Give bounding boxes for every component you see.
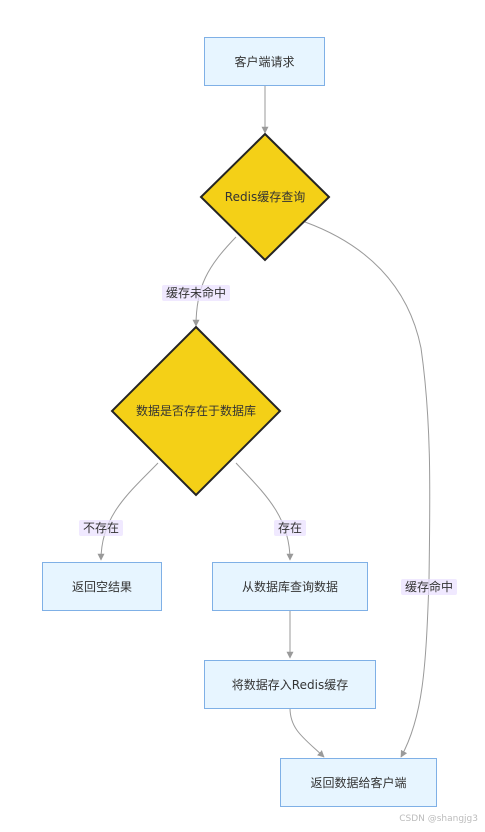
- edge-database-check-to-query-database: [235, 462, 294, 561]
- edge-database-check-to-return-empty: [97, 462, 159, 561]
- return-empty-result-node[interactable]: [42, 562, 162, 611]
- client-request-label: 客户端请求: [234, 54, 295, 69]
- return-data-to-client-node[interactable]: [280, 758, 437, 807]
- redis-cache-query-label: Redis缓存查询: [224, 190, 306, 204]
- store-redis-cache-label: 将数据存入Redis缓存: [231, 677, 349, 692]
- cache-hit-edge-label: 缓存命中: [400, 579, 458, 595]
- edge-redis-to-return-data: [304, 221, 431, 758]
- cache-miss-edge-label: 缓存未命中: [161, 285, 231, 301]
- database-existence-check-label: 数据是否存在于数据库: [135, 404, 257, 418]
- query-database-node[interactable]: [212, 562, 368, 611]
- query-database-label: 从数据库查询数据: [241, 579, 339, 594]
- exists-edge-label: 存在: [273, 520, 307, 536]
- return-data-to-client-label: 返回数据给客户端: [310, 775, 407, 790]
- database-existence-check-node[interactable]: [110, 325, 282, 497]
- client-request-node[interactable]: [204, 37, 325, 86]
- store-redis-cache-node[interactable]: [204, 660, 376, 709]
- not-exists-edge-label: 不存在: [78, 520, 124, 536]
- redis-cache-query-node[interactable]: [199, 132, 331, 262]
- csdn-watermark: CSDN @shangjg3: [399, 814, 478, 824]
- edge-store-redis-to-return-data: [289, 707, 325, 758]
- return-empty-result-label: 返回空结果: [71, 579, 133, 594]
- edge-redis-to-database-check: [192, 236, 237, 327]
- connectors: [97, 85, 431, 758]
- nodes: [42, 37, 437, 807]
